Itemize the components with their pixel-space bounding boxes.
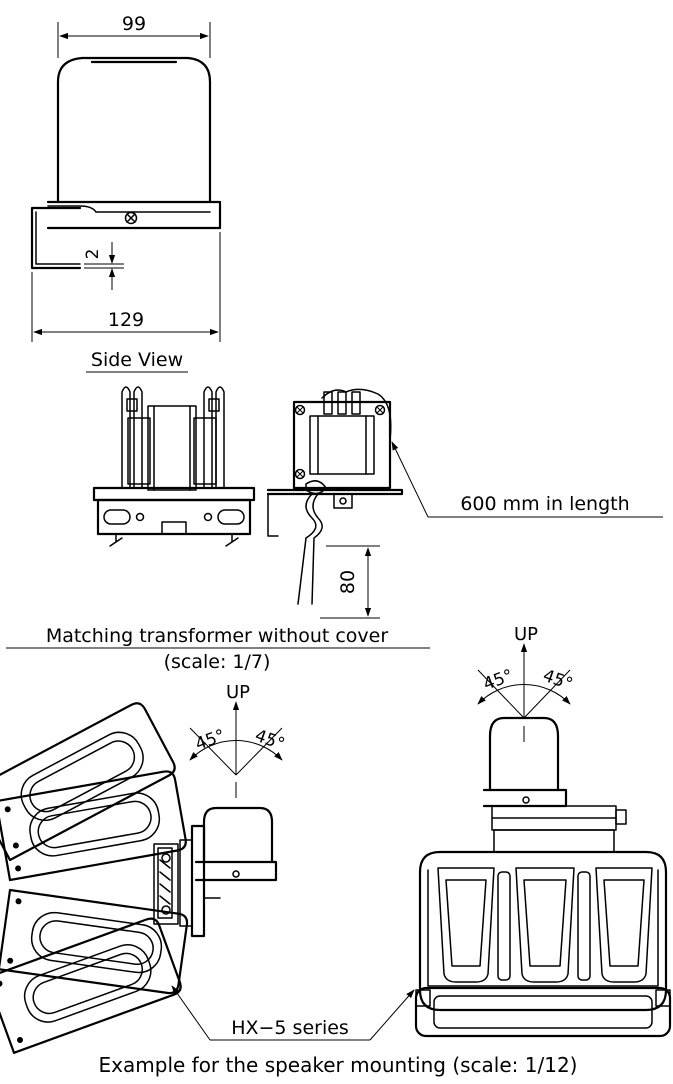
mounting-plate-right xyxy=(491,805,627,853)
angle-indicator-right: UP 45° 45° xyxy=(477,624,575,742)
dimension-small-label: 2 xyxy=(83,249,103,260)
transformer-left xyxy=(194,806,278,882)
angle-left-b: 45° xyxy=(252,726,287,755)
speaker-unit-3 xyxy=(0,888,189,995)
mounting-left: UP 45° 45° xyxy=(0,682,287,1054)
side-view-caption: Side View xyxy=(91,349,183,371)
side-view-body xyxy=(30,56,222,270)
series-callout: HX−5 series xyxy=(171,985,415,1041)
up-label-left: UP xyxy=(226,682,250,703)
cable-length-label: 600 mm in length xyxy=(460,493,629,515)
cable-length-callout: 600 mm in length xyxy=(391,441,663,518)
dimension-lead: 80 xyxy=(320,545,380,619)
angle-left-a: 45° xyxy=(193,726,228,755)
transformer-side-view xyxy=(266,388,404,605)
side-view: 99 2 129 Side View xyxy=(30,13,222,373)
transformer-right xyxy=(482,716,568,808)
transformer-caption: Matching transformer without cover xyxy=(46,625,389,647)
dimension-top-label: 99 xyxy=(122,13,146,35)
footer-caption: Example for the speaker mounting (scale:… xyxy=(99,1053,578,1077)
up-label-right: UP xyxy=(514,624,538,645)
dimension-small: 2 xyxy=(83,242,124,290)
speaker-front-right xyxy=(414,850,672,1038)
angle-right-a: 45° xyxy=(481,666,516,695)
dimension-bottom: 129 xyxy=(31,232,221,342)
dimension-bottom-label: 129 xyxy=(108,309,144,331)
transformer-caption-group: Matching transformer without cover (scal… xyxy=(6,625,430,673)
mounting-right: UP 45° 45° xyxy=(414,624,672,1038)
speaker-unit-4 xyxy=(0,917,182,1054)
series-label: HX−5 series xyxy=(231,1017,349,1039)
speaker-array-left xyxy=(0,702,189,1054)
transformer-scale: (scale: 1/7) xyxy=(164,651,271,673)
dimension-lead-label: 80 xyxy=(337,570,359,594)
transformer-front-view xyxy=(92,386,256,547)
speaker-unit-2 xyxy=(0,770,187,882)
dimension-top: 99 xyxy=(57,13,211,58)
angle-indicator-left: UP 45° 45° xyxy=(189,682,287,798)
